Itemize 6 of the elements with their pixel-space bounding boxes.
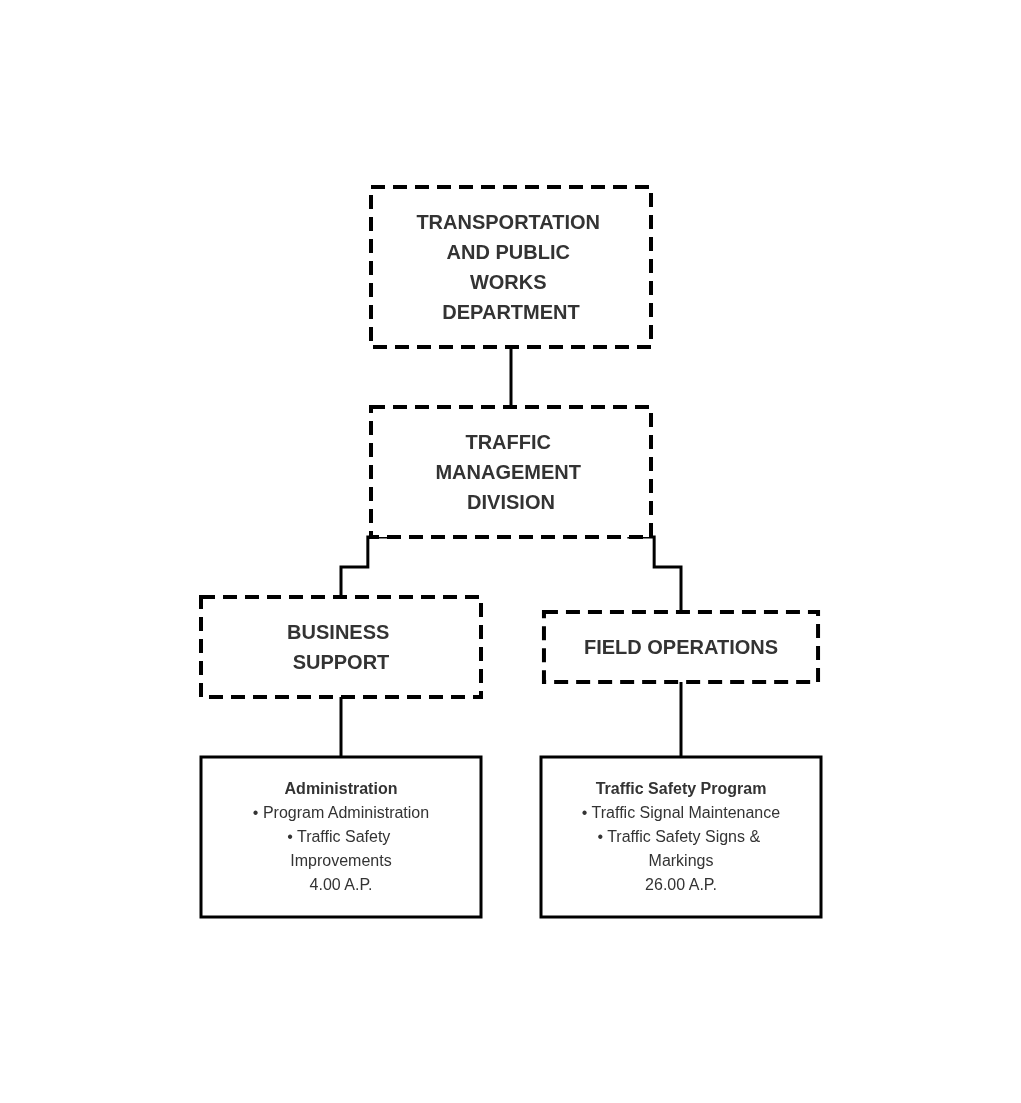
node-box: FIELD OPERATIONS xyxy=(541,609,820,684)
node-box: BUSINESS SUPPORT xyxy=(198,594,483,699)
node-box: TRAFFIC MANAGEMENT DIVISION xyxy=(368,404,653,539)
node-box: TRANSPORTATION AND PUBLIC WORKS DEPARTMENT xyxy=(368,184,653,349)
node-box: Administration • Program Administration • Traffic Safety Improvements 4.00 A.P. xyxy=(199,755,482,918)
node-box: Traffic Safety Program • Traffic Signal Maintenance • Traffic Safety Signs & Markings 26.00 A.P. xyxy=(539,755,822,918)
